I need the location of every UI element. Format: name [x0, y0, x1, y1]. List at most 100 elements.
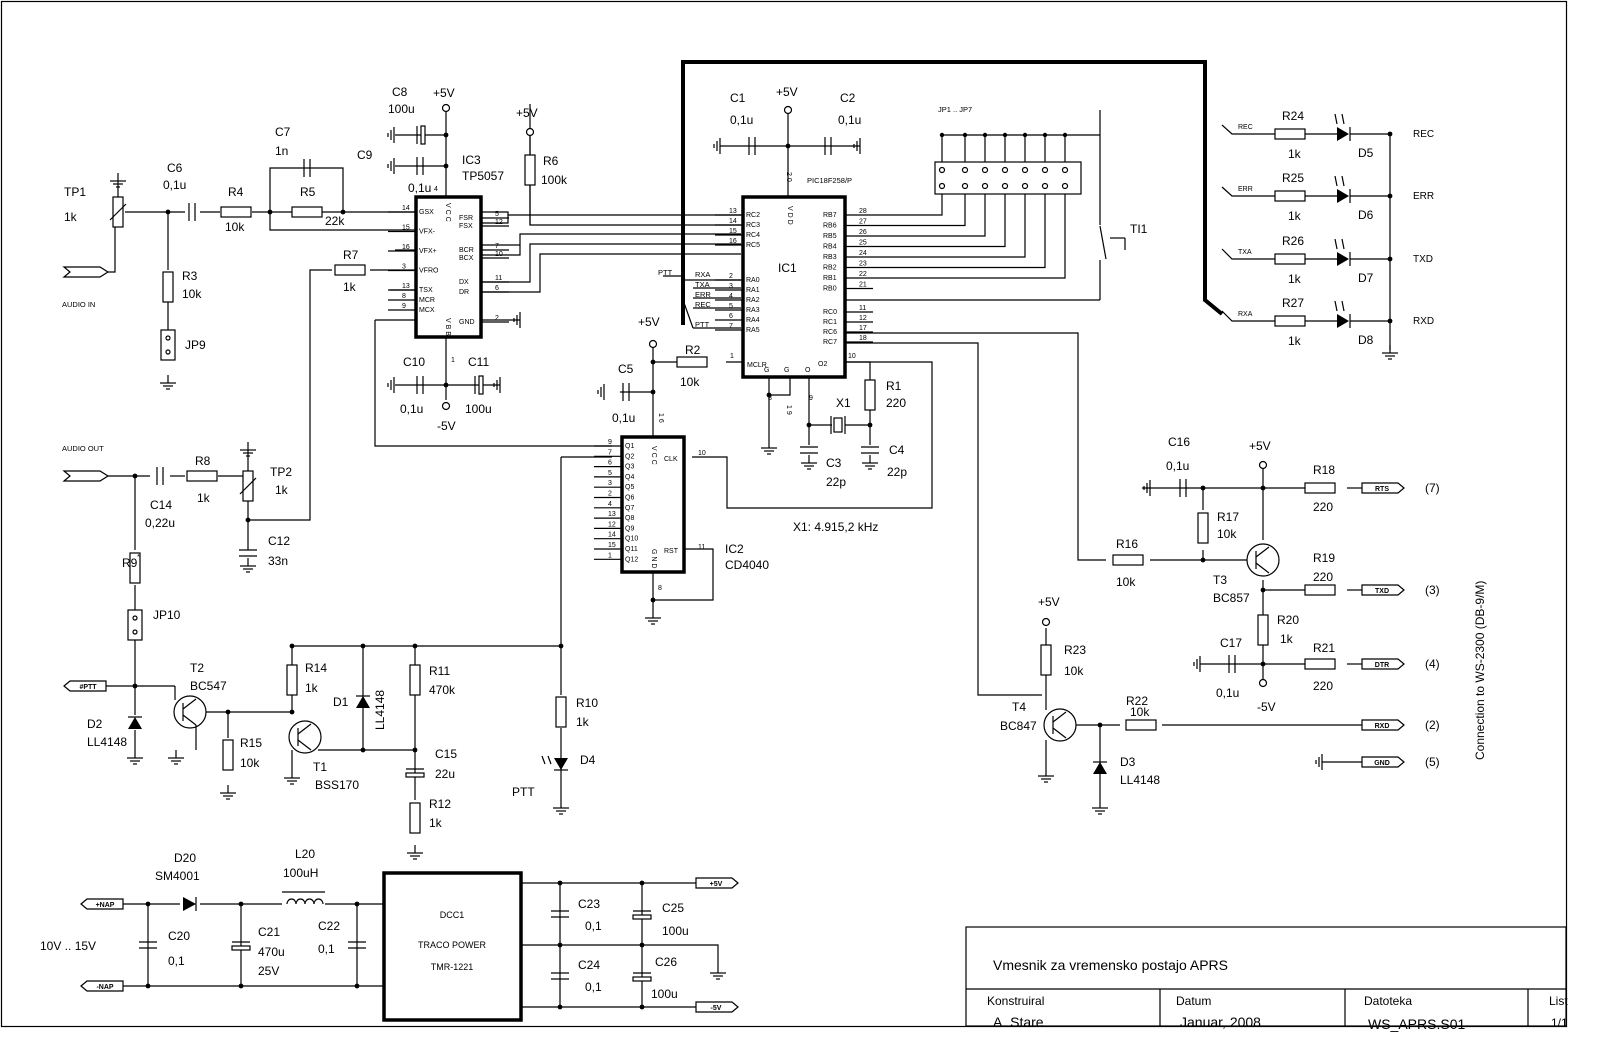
r12-val: 1k	[429, 816, 443, 830]
junction-c3	[806, 422, 812, 428]
led-ray1-2	[1334, 238, 1338, 250]
r25-ref: R25	[1282, 171, 1304, 185]
designer-name: A. Stare	[993, 1014, 1044, 1030]
sig-err-ic1: ERR	[695, 290, 711, 299]
ic2-pinnum-5: 5	[608, 470, 612, 477]
res-r26	[1274, 253, 1306, 265]
ic1-pinname-rb4: RB4	[823, 244, 837, 251]
led-wire-in-2	[1221, 248, 1275, 260]
wire-rb-2	[873, 194, 986, 237]
ic3-pinnum-11: 11	[495, 275, 502, 282]
ic2-pinname-q5: Q5	[625, 484, 634, 491]
c24-val: 0,1	[585, 980, 602, 994]
c14-val: 0,22u	[145, 516, 175, 530]
vcc-ic3	[441, 103, 451, 113]
ic3-pinnum-14: 14	[402, 205, 410, 212]
db9-txd: (3)	[1425, 583, 1440, 597]
audio-in-connector	[62, 266, 110, 278]
junction-r3	[165, 209, 171, 215]
date-header: Datum	[1176, 994, 1211, 1008]
r5-ref: R5	[300, 185, 316, 199]
junction-c9	[443, 163, 449, 169]
ic2-pinname-q2: Q2	[625, 453, 634, 460]
ptt-led-label: PTT	[512, 785, 535, 799]
vcc-ic1	[783, 105, 793, 115]
ic3-pinnum-2: 2	[495, 315, 499, 322]
res-r11	[409, 664, 421, 696]
res-r2	[676, 356, 708, 368]
ic1-pinname-rb3: RB3	[823, 254, 837, 261]
t4-val: BC847	[1000, 719, 1037, 733]
junction-r14-top	[289, 643, 295, 649]
d20-ref: D20	[174, 851, 196, 865]
res-r17	[1197, 512, 1209, 544]
jumper-jp9-p1	[165, 335, 171, 341]
r22-ref: R22	[1126, 694, 1148, 708]
r20-ref: R20	[1277, 613, 1299, 627]
ic1-ref: IC1	[778, 261, 797, 275]
tp2-ref: TP2	[270, 465, 292, 479]
wire-ptt-bus	[663, 275, 694, 329]
ic2-pinname-q4: Q4	[625, 474, 634, 481]
res-r16	[1112, 554, 1144, 566]
wire-rc6-r16	[845, 332, 1106, 561]
c7-val: 1n	[275, 144, 288, 158]
junction-c16	[1200, 485, 1206, 491]
led-d6	[1337, 189, 1349, 203]
res-r21	[1304, 658, 1336, 670]
ic2-pinnum-2: 2	[608, 491, 612, 498]
d3-ref: D3	[1120, 755, 1136, 769]
ic1-pinname-rc4: RC4	[746, 232, 760, 239]
switch-ti1[interactable]: TI1	[1099, 110, 1148, 300]
wire-bcx	[481, 245, 521, 256]
ic2-clk: CLK	[664, 456, 678, 463]
res-r10	[555, 696, 567, 728]
ic3-pinname-vfro: VFRO	[419, 268, 439, 275]
r21-ref: R21	[1313, 641, 1335, 655]
ic3-pinnum-6: 6	[495, 285, 499, 292]
ic1-pinname-rb2: RB2	[823, 265, 837, 272]
ic1-g2: G	[784, 367, 789, 374]
cap-c26-neg	[632, 976, 652, 982]
cap-c11-neg	[478, 375, 484, 395]
junction-c23-bot	[557, 942, 563, 948]
junction-c8	[443, 132, 449, 138]
sheet-value: 1/1	[1551, 1016, 1568, 1030]
ic3-pinname-dx: DX	[459, 279, 469, 286]
ic1-pin9: 9	[809, 395, 813, 402]
diode-d3	[1093, 762, 1107, 774]
r27-val: 1k	[1288, 334, 1302, 348]
c3-val: 22p	[826, 475, 846, 489]
wire-dx	[481, 243, 741, 283]
c6-ref: C6	[167, 161, 183, 175]
c4-ref: C4	[889, 443, 905, 457]
ti1-ref: TI1	[1130, 222, 1148, 236]
res-r14	[286, 664, 298, 696]
transistor-t3-e	[1255, 562, 1270, 574]
diode-d1	[356, 696, 370, 708]
r4-ref: R4	[228, 185, 244, 199]
ic3-pinname-mcr: MCR	[419, 297, 435, 304]
junction-r9	[132, 473, 138, 479]
sig-ptt-a: PTT	[658, 268, 673, 277]
dcc-maker: TRACO POWER	[418, 940, 487, 950]
led-sig-3: RXA	[1238, 311, 1253, 318]
r1-ref: R1	[886, 379, 902, 393]
r15-ref: R15	[240, 736, 262, 750]
c25-val: 100u	[662, 924, 689, 938]
c22-val: 0,1	[318, 942, 335, 956]
wire-c7	[269, 167, 344, 212]
net-nap-plus-label: +NAP	[96, 902, 115, 909]
ic3-pinname-mcx: MCX	[419, 307, 435, 314]
ic1-pinname-rb5: RB5	[823, 233, 837, 240]
junction-ptt-bus	[558, 643, 564, 649]
ic2-ref: IC2	[725, 542, 744, 556]
jumper-pin-top-1	[938, 166, 946, 174]
led-ray2-3	[1341, 300, 1345, 312]
ic1-pinnum-25: 25	[859, 240, 867, 247]
ic1-pin8: 8	[768, 395, 772, 402]
jumper-jp10	[127, 609, 143, 641]
junction-c15	[412, 747, 418, 753]
led-sig-1: ERR	[1238, 186, 1253, 193]
